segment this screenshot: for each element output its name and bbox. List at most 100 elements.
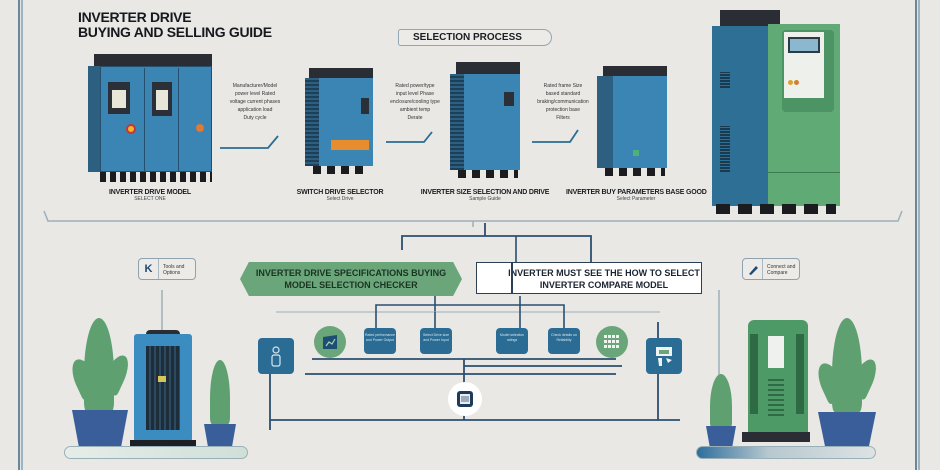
chart-svg xyxy=(323,335,337,349)
chart-icon[interactable] xyxy=(314,326,346,358)
chip-icon[interactable] xyxy=(448,382,482,416)
left-frame-line xyxy=(18,0,23,470)
unit-display xyxy=(504,92,514,106)
right-shelf xyxy=(696,446,876,459)
unit-feet xyxy=(605,168,665,176)
inverter-cabinet-1 xyxy=(86,54,214,184)
left-plant-large xyxy=(66,318,134,446)
right-plant-large xyxy=(812,318,882,446)
caption-line: enclosure/cooling type xyxy=(390,99,440,105)
flow-node-2[interactable]: Select Drive size and Power Input xyxy=(420,328,452,354)
tools-svg xyxy=(656,347,672,366)
step-caption-3: Rated frame Size based standard braking/… xyxy=(528,82,598,122)
page-title: INVERTER DRIVE BUYING AND SELLING GUIDE xyxy=(78,10,272,40)
left-plant-small xyxy=(204,360,236,446)
grid-svg xyxy=(604,335,619,348)
usb-drive-svg xyxy=(748,266,758,275)
step-sub: Select Drive xyxy=(326,196,354,202)
tools-tag[interactable]: K Tools and Options xyxy=(138,258,196,280)
arrow-2 xyxy=(386,131,433,143)
flow-connector-banner xyxy=(434,236,517,312)
flow-connector-top xyxy=(401,223,592,262)
warning-label xyxy=(331,140,369,150)
flow-node-3[interactable]: Model selection ratings xyxy=(496,328,528,354)
arrow-1 xyxy=(220,135,279,149)
caption-line: ambient temp xyxy=(399,107,431,113)
caption-line: Rated frame Size xyxy=(543,83,583,89)
unit-top xyxy=(456,62,520,76)
unit-display xyxy=(361,98,369,114)
plant-leaves xyxy=(710,374,732,428)
vent-grille xyxy=(146,346,180,430)
warning-label xyxy=(158,376,166,382)
tag-text: Connect and Compare xyxy=(767,264,796,276)
inverter-cabinet-large xyxy=(712,10,842,215)
flow-branch xyxy=(375,296,565,330)
unit-front xyxy=(613,76,667,168)
unit-feet xyxy=(313,166,369,174)
keypad-button-icon xyxy=(794,80,799,85)
caption-line: input level Phase xyxy=(395,91,435,97)
specifications-banner: INVERTER DRIVE SPECIFICATIONS BUYING MOD… xyxy=(240,262,462,296)
side-panel xyxy=(796,334,804,414)
step-1-label-group: INVERTER DRIVE MODEL SELECT ONE xyxy=(90,189,210,202)
unit-front xyxy=(464,74,520,170)
tag-text: Tools and Options xyxy=(163,264,185,276)
caption-line: based standard xyxy=(545,91,581,97)
selection-process-pill: SELECTION PROCESS xyxy=(398,29,552,46)
device-base xyxy=(130,440,196,446)
step-label: INVERTER BUY PARAMETERS BASE GOOD xyxy=(566,189,707,196)
cabinet-feet xyxy=(100,172,212,182)
lcd-display xyxy=(788,37,820,53)
caption-line: braking/communication xyxy=(537,99,589,105)
k-icon: K xyxy=(139,259,159,279)
box-line: INVERTER MUST SEE THE HOW TO SELECT xyxy=(508,268,700,278)
cabinet-feet xyxy=(716,204,836,214)
caption-line: Filters xyxy=(556,115,570,121)
flow-node-4[interactable]: Check details on Reliability xyxy=(548,328,580,354)
step-2-label-group: SWITCH DRIVE SELECTOR Select Drive xyxy=(280,189,400,202)
chip-svg xyxy=(457,391,473,407)
device-top xyxy=(146,330,180,336)
flow-node-1[interactable]: Rated performance and Power Output xyxy=(364,328,396,354)
unit-vent xyxy=(450,74,464,170)
right-frame-line xyxy=(915,0,920,470)
caption-line: application load xyxy=(237,107,273,113)
step-sub: SELECT ONE xyxy=(134,196,166,202)
usb-drive-icon xyxy=(743,259,763,279)
unit-top xyxy=(309,68,373,80)
inverter-unit-3 xyxy=(450,62,522,182)
bracket-line xyxy=(43,210,903,227)
step-4-label-group: INVERTER BUY PARAMETERS BASE GOOD Select… xyxy=(566,189,707,202)
step-label: INVERTER DRIVE MODEL xyxy=(109,189,191,196)
unit-side xyxy=(597,76,613,168)
cabinet-side xyxy=(88,66,100,172)
step-caption-2: Rated power/type input level Phase enclo… xyxy=(380,82,450,122)
keypad-button-icon xyxy=(788,80,793,85)
tools-icon[interactable] xyxy=(646,338,682,374)
unit-vent xyxy=(305,78,319,166)
rotary-switch-icon xyxy=(196,124,204,132)
plant-pot xyxy=(72,410,128,446)
door-seam xyxy=(144,68,145,172)
left-device xyxy=(130,330,196,446)
step-label: SWITCH DRIVE SELECTOR xyxy=(296,189,384,196)
user-icon[interactable] xyxy=(258,338,294,374)
caption-line: power level Rated xyxy=(234,91,276,97)
title-line-2: BUYING AND SELLING GUIDE xyxy=(78,24,272,40)
grid-icon[interactable] xyxy=(596,326,628,358)
plant-pot xyxy=(818,412,876,446)
connect-tag[interactable]: Connect and Compare xyxy=(742,258,800,280)
inverter-unit-4 xyxy=(597,66,669,178)
caption-line: voltage current phases xyxy=(229,99,281,105)
right-device xyxy=(742,320,816,446)
banner-line: INVERTER DRIVE SPECIFICATIONS BUYING xyxy=(255,268,447,278)
emergency-stop-icon xyxy=(126,124,136,134)
step-label: INVERTER SIZE SELECTION AND DRIVE xyxy=(420,189,550,196)
caption-line: Manufacturer/Model xyxy=(232,83,278,89)
step-caption-1: Manufacturer/Model power level Rated vol… xyxy=(220,82,290,122)
cabinet-top xyxy=(94,54,212,68)
user-svg xyxy=(271,346,281,367)
vent-grille xyxy=(720,126,730,172)
banner-line: MODEL SELECTION CHECKER xyxy=(284,280,418,290)
